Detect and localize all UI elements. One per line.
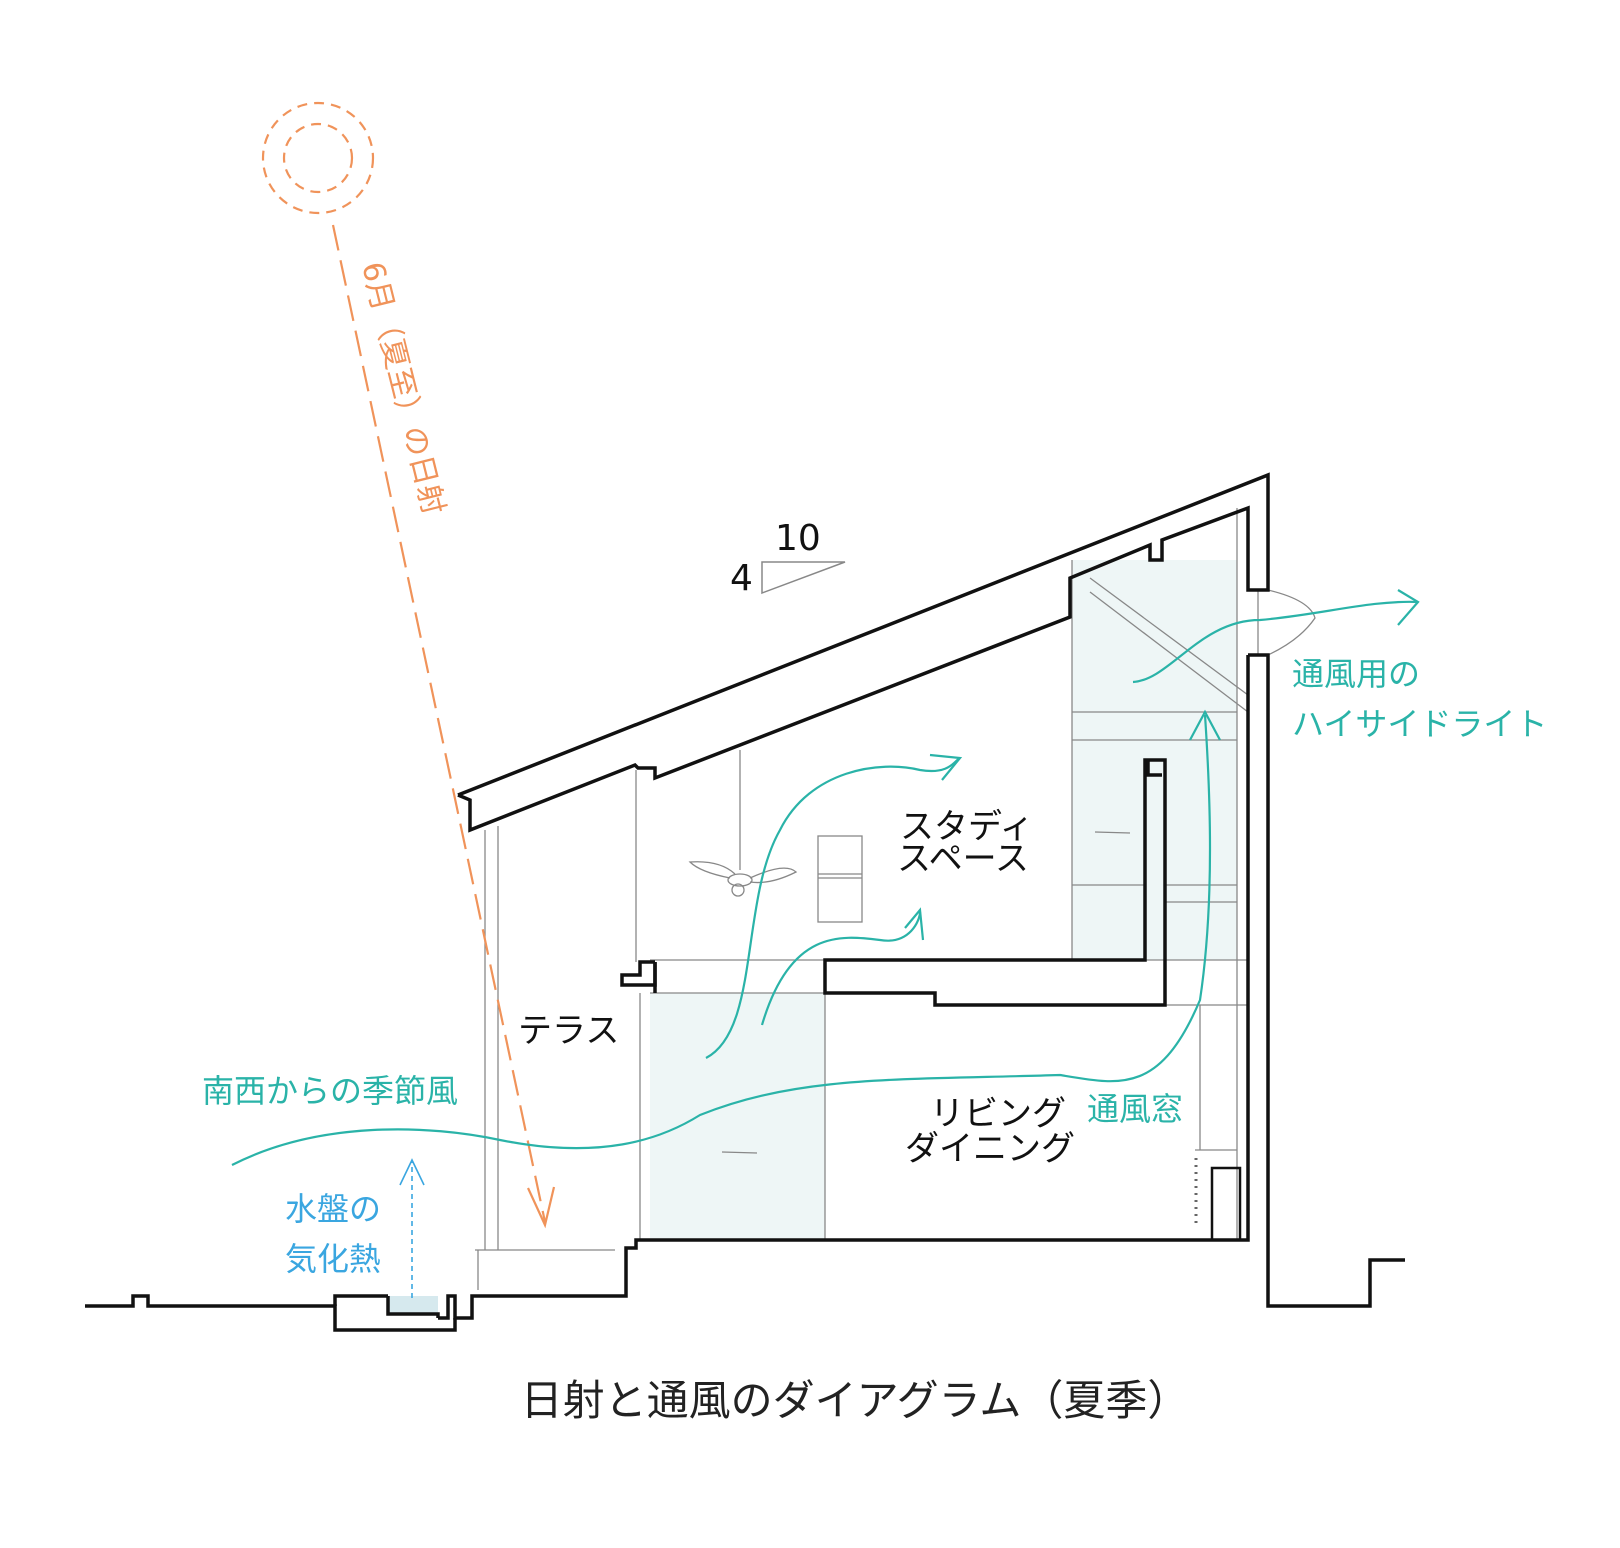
bookshelf [817, 835, 863, 923]
diagram-title: 日射と通風のダイアグラム（夏季） [521, 1376, 1190, 1425]
living-label-1: リビング [930, 1094, 1066, 1134]
interior-lines [475, 508, 1316, 1290]
terrace-label: テラス [518, 1011, 619, 1051]
study-label-2: スペース [897, 839, 1029, 879]
slope-run: 10 [775, 518, 821, 559]
living-glass-zone [650, 993, 825, 1240]
ceiling-fan-icon [688, 750, 798, 897]
roof-slope-indicator: 10 4 [730, 518, 846, 599]
highside-label-1: 通風用の [1292, 655, 1420, 693]
slope-rise: 4 [730, 558, 753, 599]
highside-label-2: ハイサイドライト [1292, 705, 1547, 743]
living-label-2: ダイニング [905, 1129, 1075, 1169]
sun-icon [261, 101, 375, 215]
seasonal-wind-label: 南西からの季節風 [202, 1072, 458, 1110]
vent-window-label: 通風窓 [1087, 1090, 1183, 1128]
pond-water [388, 1296, 438, 1314]
evaporation-label-1: 水盤の [285, 1190, 381, 1228]
evaporation-arrowhead [399, 1158, 425, 1186]
sun-ray-arrowhead [527, 1186, 556, 1229]
door [1210, 1166, 1242, 1242]
evaporation-label-2: 気化熱 [285, 1240, 381, 1278]
sun-ray-arrow [331, 224, 547, 1223]
wind-arrows [231, 589, 1420, 1166]
study-label-1: スタディ [900, 807, 1034, 847]
building-structure [85, 472, 1405, 1332]
